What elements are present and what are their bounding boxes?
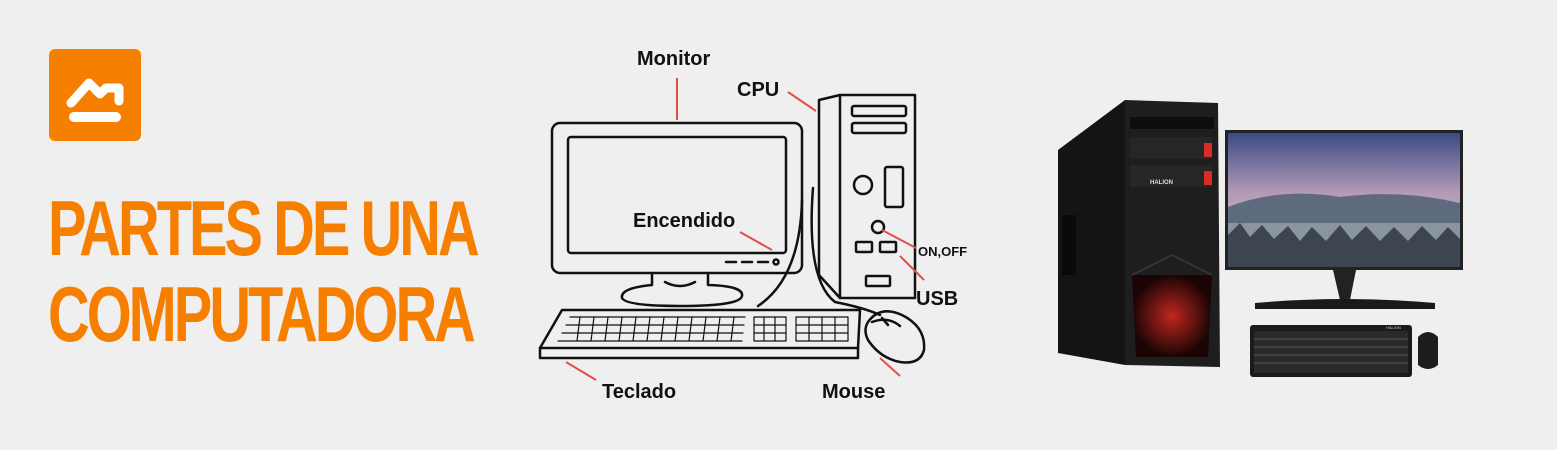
mouse-photo — [1418, 332, 1438, 369]
upload-tray-icon — [66, 78, 124, 122]
photo-brand-text: HALION — [1150, 180, 1173, 186]
label-on-off: ON,OFF — [918, 244, 967, 259]
brand-logo — [49, 49, 141, 141]
page-title-line-1: PARTES DE UNA — [48, 184, 480, 272]
tower-fan-grille — [1132, 275, 1212, 357]
keyboard-brand-text: HALION — [1386, 325, 1401, 330]
on-off-button — [870, 219, 886, 235]
monitor-screen — [566, 135, 788, 255]
keyboard-outline — [538, 308, 862, 350]
label-encendido: Encendido — [633, 210, 735, 232]
keyboard-photo: HALION — [1250, 325, 1412, 377]
label-monitor: Monitor — [637, 48, 711, 70]
label-mouse: Mouse — [822, 381, 885, 403]
computer-parts-diagram: Monitor CPU Encendido ON,OFF USB Teclado… — [538, 48, 967, 403]
label-teclado: Teclado — [602, 381, 676, 403]
monitor-outline — [550, 121, 804, 275]
label-usb: USB — [916, 288, 958, 310]
label-cpu: CPU — [737, 79, 779, 101]
page-title: PARTES DE UNA COMPUTADORA — [48, 184, 480, 358]
monitor-photo — [1225, 130, 1463, 309]
cpu-tower-photo: HALION — [1058, 100, 1220, 367]
usb-port — [854, 240, 874, 254]
computer-product-photo: HALION HALION — [1058, 100, 1463, 377]
mouse-outline — [864, 310, 926, 364]
page-title-line-2: COMPUTADORA — [48, 270, 476, 358]
cpu-outline — [817, 93, 917, 300]
